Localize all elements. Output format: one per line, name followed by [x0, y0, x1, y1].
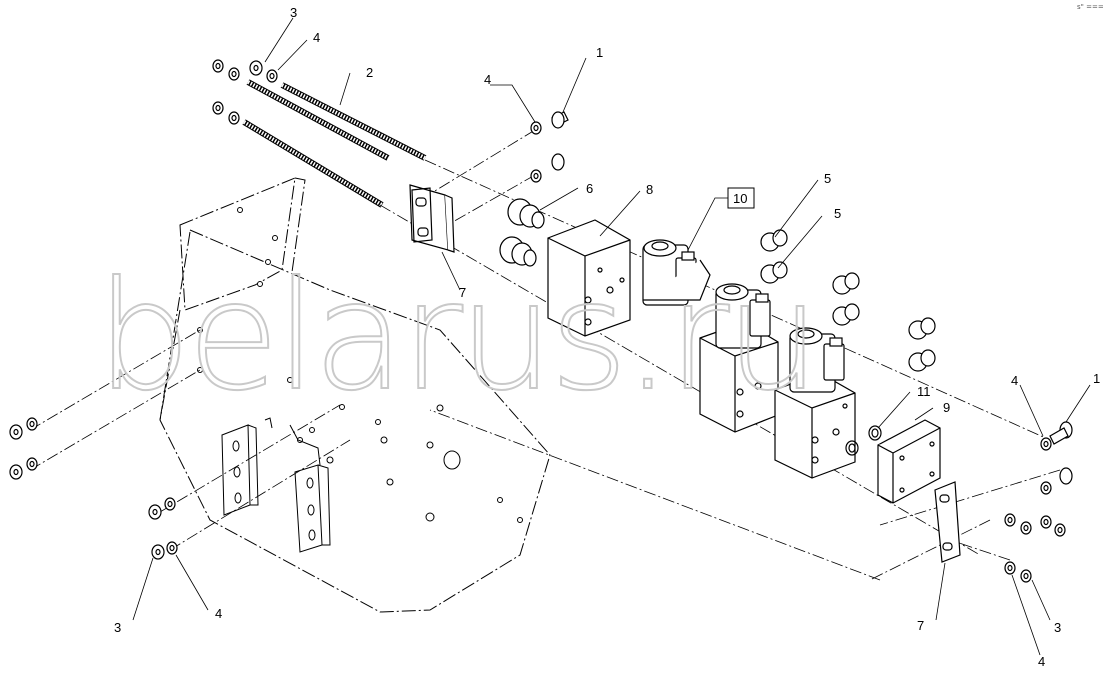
- callout-7: 7: [917, 618, 924, 633]
- fittings-6: [499, 198, 545, 267]
- valve-block-3: [774, 372, 856, 479]
- callout-1: 1: [1093, 371, 1100, 386]
- bracket-7-top: [409, 184, 455, 253]
- solenoid-1: [642, 239, 711, 306]
- callout-1: 1: [596, 45, 603, 60]
- plate-holes: [197, 207, 523, 523]
- hinge-bracket-left: [221, 417, 331, 553]
- bolts-top: [530, 111, 569, 183]
- callout-4: 4: [1011, 373, 1018, 388]
- threaded-rods: [242, 79, 427, 208]
- callout-3: 3: [114, 620, 121, 635]
- callout-labels: 1 1 2 3 3 3 4 4 4 4 4 5 5 6 7 7 8 9 10 1…: [114, 5, 1100, 669]
- fittings-5: [760, 229, 936, 372]
- callout-4: 4: [313, 30, 320, 45]
- bracket-7-bottom: [934, 481, 961, 563]
- callout-5: 5: [834, 206, 841, 221]
- nuts-washers-right: [1004, 421, 1073, 583]
- callout-3: 3: [1054, 620, 1061, 635]
- callout-11: 11: [917, 384, 931, 399]
- o-rings-11: [845, 425, 882, 456]
- leader-lines: [132, 17, 1091, 656]
- nuts-washers-left: [9, 417, 178, 560]
- callout-7: 7: [459, 285, 466, 300]
- callout-10: 10: [733, 191, 747, 206]
- nuts-washers-top-left: [212, 59, 278, 125]
- callout-4: 4: [484, 72, 491, 87]
- solenoid-2: [715, 283, 771, 349]
- callout-5: 5: [824, 171, 831, 186]
- solenoid-3: [789, 327, 845, 393]
- callout-8: 8: [646, 182, 653, 197]
- valve-block-1: [547, 219, 631, 337]
- callout-2: 2: [366, 65, 373, 80]
- callout-4: 4: [1038, 654, 1045, 669]
- callout-4: 4: [215, 606, 222, 621]
- corner-mark: s" ===: [1077, 3, 1104, 11]
- mounting-plate: [159, 177, 551, 613]
- cover-plate-9: [877, 419, 941, 504]
- watermark: belarus.ru: [96, 250, 816, 424]
- callout-10-box: [727, 187, 755, 209]
- callout-9: 9: [943, 400, 950, 415]
- callout-6: 6: [586, 181, 593, 196]
- callout-3: 3: [290, 5, 297, 20]
